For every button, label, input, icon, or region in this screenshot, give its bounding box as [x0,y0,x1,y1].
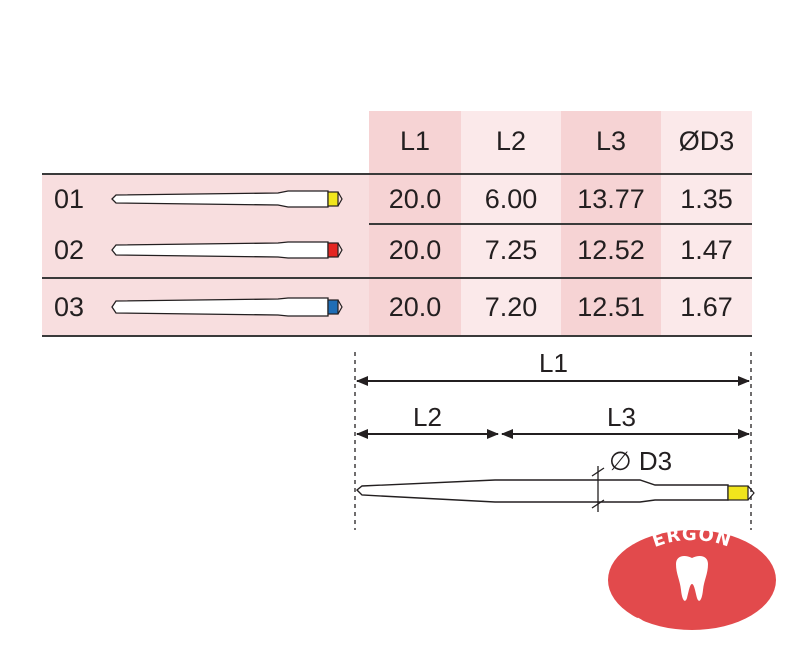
cell-d3: 1.35 [680,183,733,214]
cell-l3: 12.52 [577,234,645,265]
header-l3: L3 [595,125,627,156]
cell-l3: 12.51 [577,291,645,322]
point-tip-end [747,485,755,501]
table-row: 03 20.0 7.20 12.51 1.67 [42,279,752,337]
cell-l1: 20.0 [388,183,442,214]
cell-l2: 7.20 [484,291,538,322]
d3-tick-top [591,467,605,477]
row-label: 03 [54,291,85,322]
ergon-dental-logo: ERGON DENTAL S.A. [608,524,776,646]
cell-l1: 20.0 [388,291,442,322]
cell-l2: 6.00 [484,183,538,214]
header-d3: ØD3 [678,125,735,156]
point-tip-color [727,485,749,501]
header-l2: L2 [495,125,527,156]
table-row: 01 20.0 6.00 13.77 1.35 [42,173,752,225]
l2-label: L2 [413,402,442,432]
paper-point-icon [111,297,343,317]
table-row: 02 20.0 7.25 12.52 1.47 [42,223,752,279]
cell-l3: 13.77 [577,183,645,214]
row-label: 01 [54,183,85,214]
paper-point-icon [111,190,343,208]
paper-point-icon [111,241,343,259]
paper-point-drawing [355,479,729,503]
cell-l1: 20.0 [388,234,442,265]
l1-label: L1 [539,348,568,378]
cell-d3: 1.47 [680,234,733,265]
l3-label: L3 [607,402,636,432]
row-label: 02 [54,234,85,265]
d3-label: ∅ D3 [609,446,673,476]
d3-tick-bottom [591,499,605,509]
tooth-icon [676,556,708,601]
cell-d3: 1.67 [680,291,733,322]
header-l1: L1 [399,125,431,156]
cell-l2: 7.25 [484,234,538,265]
